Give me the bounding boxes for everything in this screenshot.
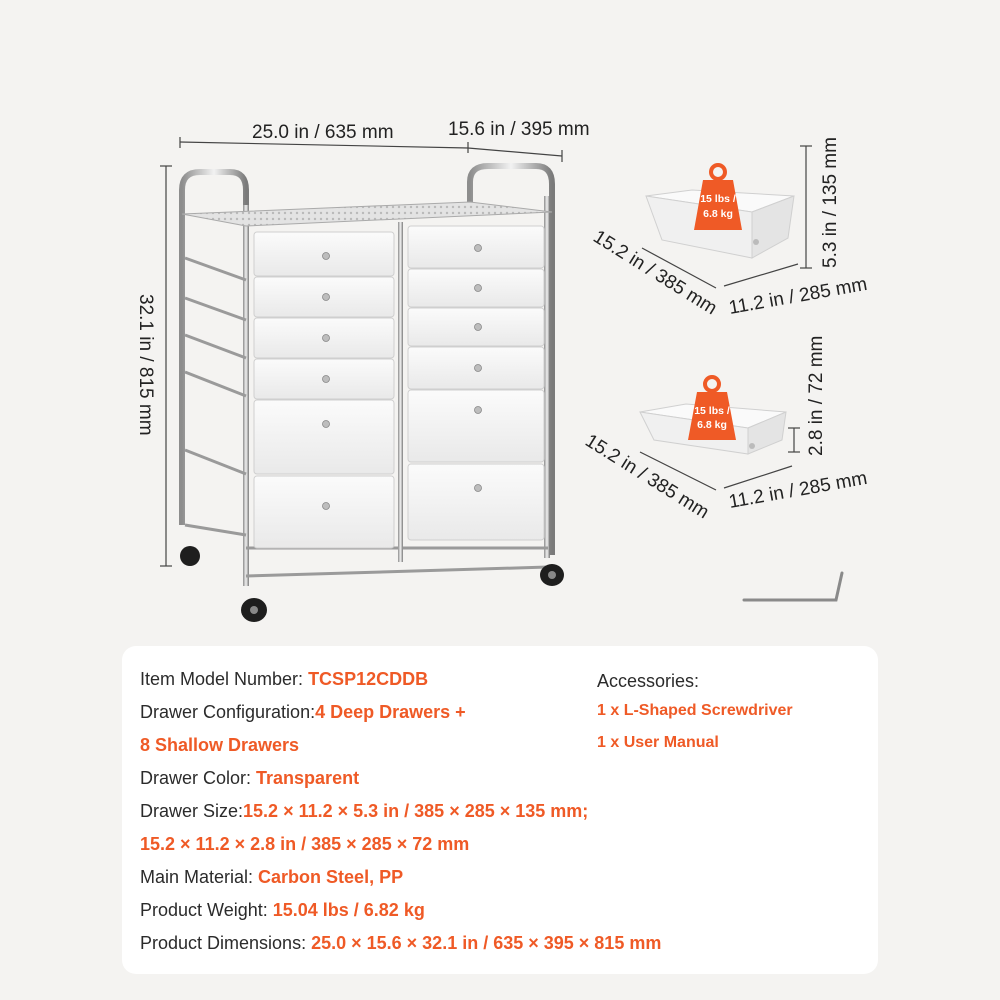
spec-material-value: Carbon Steel, PP: [258, 867, 404, 887]
shallow-drawer-height-label: 2.8 in / 72 mm: [806, 336, 827, 456]
spec-dimensions-value: 25.0 × 15.6 × 32.1 in / 635 × 395 × 815 …: [311, 933, 662, 953]
spec-dimensions-label: Product Dimensions:: [140, 933, 312, 953]
spec-model-value: TCSP12CDDB: [308, 669, 429, 689]
spec-config-row: Drawer Configuration:4 Deep Drawers +: [140, 701, 466, 723]
deep-drawer-load-line2: 6.8 kg: [703, 208, 733, 220]
shallow-drawer-diagram: 15 lbs / 6.8 kg 15.2 in / 385 mm 11.2 in…: [581, 336, 868, 524]
spec-color-value: Transparent: [256, 768, 360, 788]
accessory-item: 1 x L-Shaped Screwdriver: [597, 702, 793, 719]
accessories-heading: Accessories:: [597, 671, 700, 691]
left-drawer-stack: [253, 231, 395, 549]
shallow-drawer-load-line1: 15 lbs /: [694, 405, 730, 417]
spec-model-row: Item Model Number: TCSP12CDDB: [140, 668, 428, 690]
spec-weight-row: Product Weight: 15.04 lbs / 6.82 kg: [140, 899, 425, 921]
cart-depth-label: 15.6 in / 395 mm: [448, 119, 590, 140]
accessory-item: 1 x User Manual: [597, 734, 719, 751]
spec-model-label: Item Model Number:: [140, 669, 309, 689]
deep-drawer-height-label: 5.3 in / 135 mm: [820, 137, 841, 268]
deep-drawer-diagram: 15 lbs / 6.8 kg 15.2 in / 385 mm 11.2 in…: [589, 137, 868, 319]
cart-width-label: 25.0 in / 635 mm: [252, 122, 394, 143]
weight-icon: [688, 375, 736, 440]
deep-drawer-width-label: 11.2 in / 285 mm: [727, 274, 869, 319]
spec-size-row: Drawer Size:15.2 × 11.2 × 5.3 in / 385 ×…: [140, 800, 588, 822]
weight-icon: [694, 163, 742, 230]
cart-dimension-lines: [160, 137, 563, 567]
spec-weight-value: 15.04 lbs / 6.82 kg: [272, 900, 425, 920]
spec-size-value-1: 15.2 × 11.2 × 5.3 in / 385 × 285 × 135 m…: [243, 801, 589, 821]
spec-size-value-2: 15.2 × 11.2 × 2.8 in / 385 × 285 × 72 mm: [140, 834, 470, 854]
product-illustration: 25.0 in / 635 mm 15.6 in / 395 mm 32.1 i…: [135, 119, 869, 622]
spec-config-label: Drawer Configuration:: [140, 702, 316, 722]
spec-size-row-2: 15.2 × 11.2 × 2.8 in / 385 × 285 × 72 mm: [140, 833, 469, 855]
spec-material-row: Main Material: Carbon Steel, PP: [140, 866, 403, 888]
spec-color-label: Drawer Color:: [140, 768, 257, 788]
rolling-cart: [179, 163, 564, 622]
deep-drawer-load-line1: 15 lbs /: [700, 193, 736, 205]
spec-weight-label: Product Weight:: [140, 900, 273, 920]
right-drawer-stack: [407, 225, 545, 541]
spec-size-label: Drawer Size:: [140, 801, 244, 821]
shallow-drawer-width-label: 11.2 in / 285 mm: [727, 468, 869, 513]
spec-config-value-1: 4 Deep Drawers +: [315, 702, 466, 722]
caster-wheels: [180, 546, 564, 622]
spec-dimensions-row: Product Dimensions: 25.0 × 15.6 × 32.1 i…: [140, 932, 661, 954]
cart-height-label: 32.1 in / 815 mm: [135, 294, 156, 436]
l-shaped-screwdriver-icon: [742, 571, 844, 602]
spec-card: [122, 646, 878, 974]
shallow-drawer-load-line2: 6.8 kg: [697, 419, 727, 431]
spec-material-label: Main Material:: [140, 867, 259, 887]
spec-config-row-2: 8 Shallow Drawers: [140, 734, 299, 756]
spec-config-value-2: 8 Shallow Drawers: [140, 735, 300, 755]
spec-color-row: Drawer Color: Transparent: [140, 767, 359, 789]
